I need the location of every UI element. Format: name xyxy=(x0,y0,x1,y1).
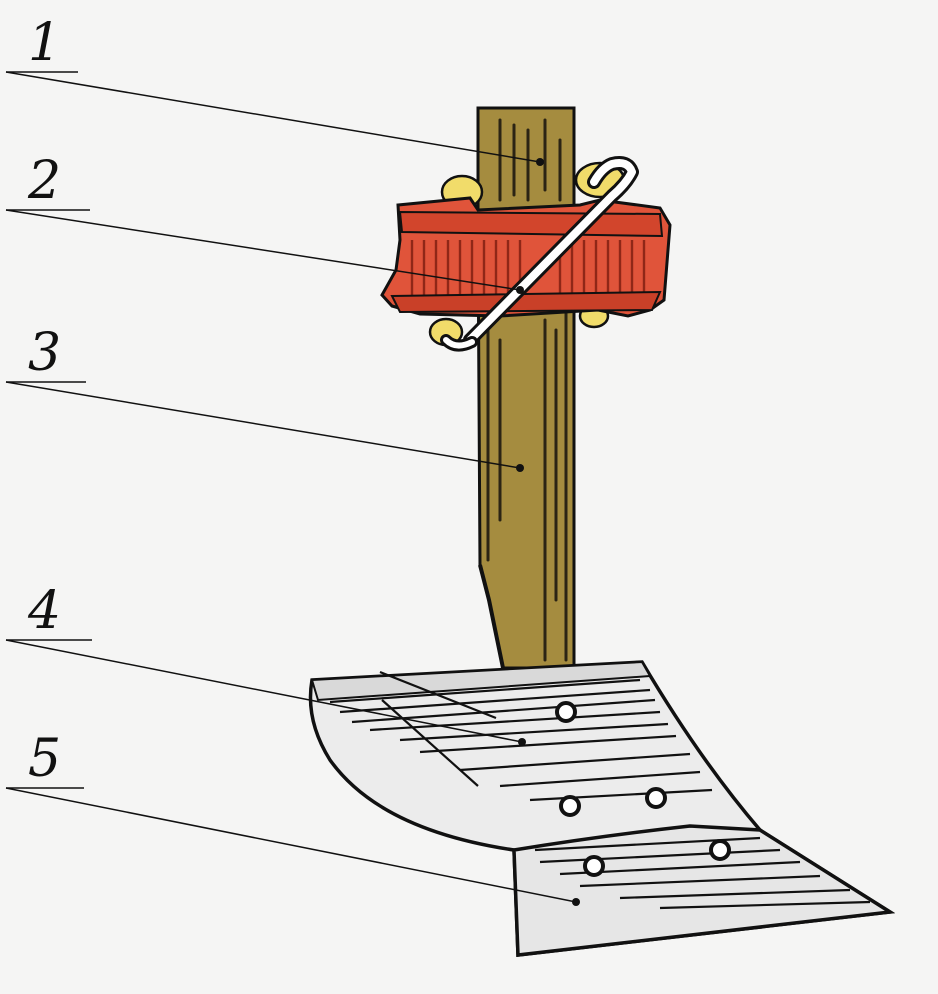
callout-3: 3 xyxy=(5,323,524,472)
bolt-hole-icon xyxy=(555,701,577,723)
callout-number: 4 xyxy=(27,581,61,641)
bolt-hole-icon xyxy=(583,855,605,877)
bolt-hole-icon xyxy=(709,839,731,861)
callout-number: 5 xyxy=(28,729,61,789)
callout-4: 4 xyxy=(5,581,526,746)
bolt-hole-icon xyxy=(559,795,581,817)
callout-number: 3 xyxy=(28,323,61,383)
callout-1: 1 xyxy=(5,13,544,166)
clamp xyxy=(380,156,672,352)
callout-number: 2 xyxy=(27,151,61,211)
share xyxy=(512,824,896,957)
u-bolt xyxy=(440,156,639,352)
callout-number: 1 xyxy=(28,13,61,73)
bolt-holes xyxy=(555,701,731,877)
callout-2: 2 xyxy=(5,151,524,294)
stem xyxy=(476,106,576,670)
bolt-hole-icon xyxy=(645,787,667,809)
callout-5: 5 xyxy=(5,729,580,906)
